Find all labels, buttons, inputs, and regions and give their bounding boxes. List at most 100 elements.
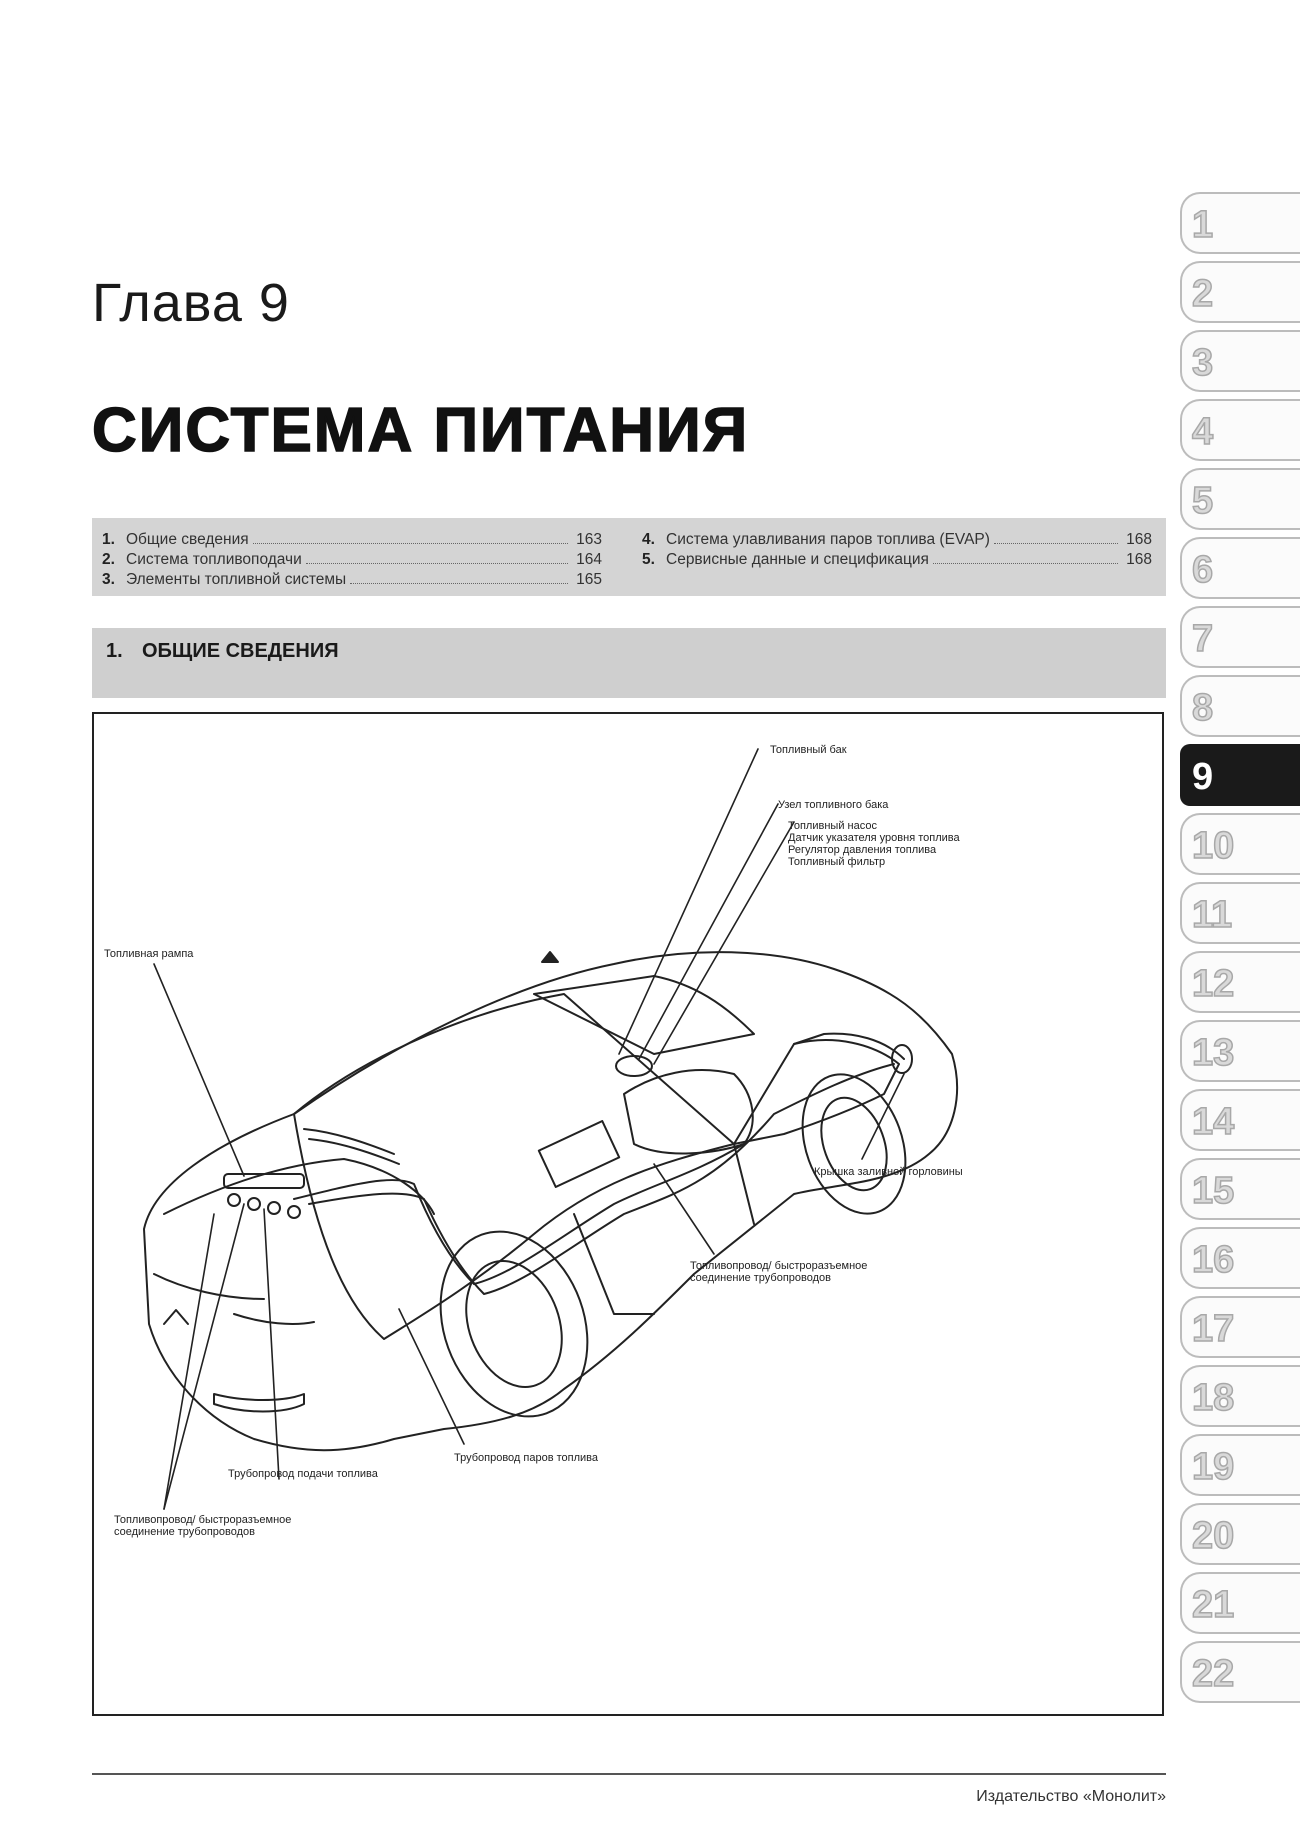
chapter-tab-17[interactable]: 17 <box>1180 1296 1300 1358</box>
callout-vapor-line: Трубопровод паров топлива <box>454 1452 598 1464</box>
chapter-tab-14[interactable]: 14 <box>1180 1089 1300 1151</box>
chapter-tab-7[interactable]: 7 <box>1180 606 1300 668</box>
leader-line <box>398 1308 465 1445</box>
fuel-feed-line <box>293 1143 745 1285</box>
contents-entry-number: 1. <box>102 531 115 548</box>
door-line <box>733 1143 755 1225</box>
subsection-heading: 1. ОБЩИЕ СВЕДЕНИЯ <box>92 628 1166 698</box>
leader-line <box>653 1163 715 1255</box>
callout-tank-unit-items: Топливный насос Датчик указателя уровня … <box>788 820 960 868</box>
front-wheel-hub <box>465 1260 563 1388</box>
subsection-number: 1. <box>106 640 123 662</box>
callout-fuel-tank: Топливный бак <box>770 744 847 756</box>
contents-entry[interactable]: 1. Общие сведения 163 <box>102 530 602 550</box>
chapter-tab-11[interactable]: 11 <box>1180 882 1300 944</box>
contents-entry-page: 164 <box>576 551 602 568</box>
contents-leader-dots <box>932 563 1118 564</box>
side-window-front <box>733 1039 900 1145</box>
contents-column-right: 4. Система улавливания паров топлива (EV… <box>642 530 1152 570</box>
contents-entry-title: Сервисные данные и спецификация <box>666 551 929 568</box>
chapter-tab-5[interactable]: 5 <box>1180 468 1300 530</box>
leader-line <box>153 963 245 1177</box>
chapter-tab-3[interactable]: 3 <box>1180 330 1300 392</box>
chapter-tab-4[interactable]: 4 <box>1180 399 1300 461</box>
callout-line: Топливопровод/ быстроразъемное <box>690 1260 868 1272</box>
leader-line <box>861 1073 905 1160</box>
callout-item: Регулятор давления топлива <box>788 844 937 856</box>
callout-fuel-rail: Топливная рампа <box>104 948 194 960</box>
chapter-tab-1[interactable]: 1 <box>1180 192 1300 254</box>
chapter-tab-6[interactable]: 6 <box>1180 537 1300 599</box>
footer-rule <box>92 1773 1166 1775</box>
publisher-name: Издательство «Монолит» <box>976 1788 1166 1805</box>
contents-column-left: 1. Общие сведения 163 2. Система топливо… <box>102 530 602 590</box>
side-window-rear <box>793 1032 905 1060</box>
car-fuel-system-drawing <box>143 748 959 1510</box>
leader-line <box>163 1203 245 1510</box>
rear-wheel <box>801 1073 907 1215</box>
door-line <box>573 1213 655 1315</box>
leader-line <box>618 748 759 1055</box>
fuel-rail <box>223 1173 305 1219</box>
fuel-system-figure: Топливный бак Узел топливного бака Топли… <box>92 712 1164 1716</box>
sunroof <box>533 975 755 1055</box>
chapter-tab-21[interactable]: 21 <box>1180 1572 1300 1634</box>
evap-canister <box>537 1120 621 1188</box>
chapter-tab-10[interactable]: 10 <box>1180 813 1300 875</box>
chapter-tab-8[interactable]: 8 <box>1180 675 1300 737</box>
callout-tank-unit: Узел топливного бака <box>778 799 889 811</box>
contents-entry-title: Система улавливания паров топлива (EVAP) <box>666 531 990 548</box>
hood-line <box>163 1158 435 1215</box>
chapter-tab-19[interactable]: 19 <box>1180 1434 1300 1496</box>
chapter-label: Глава 9 <box>92 273 290 333</box>
leader-line <box>263 1208 280 1480</box>
contents-entry-title: Общие сведения <box>126 531 249 548</box>
contents-entry-number: 5. <box>642 551 655 568</box>
chapter-tab-22[interactable]: 22 <box>1180 1641 1300 1703</box>
leader-line <box>653 821 795 1065</box>
contents-leader-dots <box>305 563 568 564</box>
roof-antenna <box>541 951 559 963</box>
contents-entry[interactable]: 5. Сервисные данные и спецификация 168 <box>642 550 1152 570</box>
chapter-contents: 1. Общие сведения 163 2. Система топливо… <box>92 518 1166 596</box>
windshield <box>293 993 735 1340</box>
section-title: СИСТЕМА ПИТАНИЯ <box>91 395 750 466</box>
contents-entry-number: 3. <box>102 571 115 588</box>
chapter-tab-9-active[interactable]: 9 <box>1180 744 1300 806</box>
leader-line <box>638 803 779 1060</box>
contents-entry[interactable]: 2. Система топливоподачи 164 <box>102 550 602 570</box>
filler-cap <box>891 1044 913 1074</box>
callout-line: соединение трубопроводов <box>690 1272 832 1284</box>
fuel-vapor-line <box>308 1063 895 1295</box>
contents-entry-number: 4. <box>642 531 655 548</box>
contents-entry-page: 168 <box>1126 531 1152 548</box>
contents-entry-number: 2. <box>102 551 115 568</box>
chapter-tab-2[interactable]: 2 <box>1180 261 1300 323</box>
callout-item: Датчик указателя уровня топлива <box>788 832 960 844</box>
chapter-tab-15[interactable]: 15 <box>1180 1158 1300 1220</box>
chapter-tab-13[interactable]: 13 <box>1180 1020 1300 1082</box>
subsection-title: ОБЩИЕ СВЕДЕНИЯ <box>142 640 339 662</box>
contents-leader-dots <box>993 543 1118 544</box>
car-body-outline <box>143 951 959 1452</box>
front-grille <box>153 1273 265 1300</box>
leader-line <box>163 1213 215 1510</box>
callout-feed-line: Трубопровод подачи топлива <box>228 1468 378 1480</box>
chapter-tab-12[interactable]: 12 <box>1180 951 1300 1013</box>
chapter-tab-18[interactable]: 18 <box>1180 1365 1300 1427</box>
contents-entry[interactable]: 3. Элементы топливной системы 165 <box>102 570 602 590</box>
contents-leader-dots <box>252 543 568 544</box>
contents-entry[interactable]: 4. Система улавливания паров топлива (EV… <box>642 530 1152 550</box>
fuel-tank <box>623 1069 754 1155</box>
callout-filler-cap: Крышка заливной горловины <box>814 1166 963 1178</box>
callout-item: Топливный насос <box>788 820 877 832</box>
contents-entry-title: Система топливоподачи <box>126 551 302 568</box>
contents-entry-page: 163 <box>576 531 602 548</box>
chapter-tab-16[interactable]: 16 <box>1180 1227 1300 1289</box>
callout-fuel-line-quick-connect-right: Топливопровод/ быстроразъемное соединени… <box>690 1260 867 1284</box>
rear-wheel-hub <box>820 1096 888 1192</box>
contents-leader-dots <box>350 583 568 584</box>
chapter-tab-20[interactable]: 20 <box>1180 1503 1300 1565</box>
emblem <box>163 1309 189 1325</box>
callout-line: Топливопровод/ быстроразъемное <box>114 1514 292 1526</box>
